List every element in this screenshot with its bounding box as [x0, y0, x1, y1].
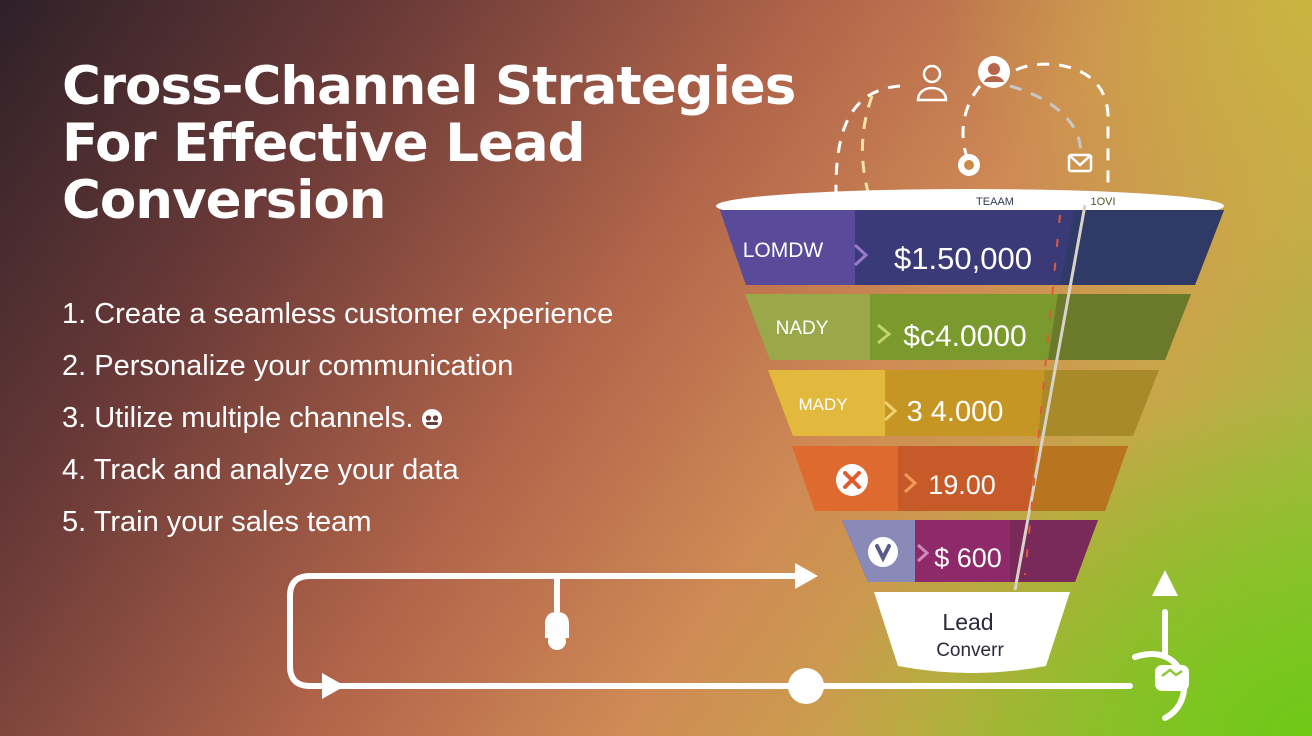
header-left-label: TEAAM	[976, 196, 1014, 208]
chevron-icon	[903, 472, 918, 494]
strategy-text: 1. Create a seamless customer experience	[62, 298, 614, 330]
right-arrow-icon	[795, 563, 818, 589]
tier-label: LOMDW	[743, 239, 824, 262]
chevron-icon	[917, 543, 930, 563]
strategy-text: 3. Utilize multiple channels.	[62, 402, 414, 434]
bucket-line-1: Lead	[942, 609, 993, 635]
funnel-tier-4: 19.00	[792, 446, 1128, 511]
tier-value: $c4.0000	[903, 320, 1026, 353]
tier-value: $ 600	[934, 543, 1002, 573]
tier-label: NADY	[776, 318, 829, 339]
funnel-stripe	[1013, 204, 1087, 591]
headset-icon	[978, 56, 1010, 88]
up-arrow-icon	[1152, 570, 1178, 596]
handshake-icon	[1155, 665, 1189, 691]
award-icon	[958, 154, 980, 176]
tier-value: 3 4.000	[907, 396, 1004, 428]
strategy-text: 5. Train your sales team	[62, 506, 372, 538]
funnel-tier-5: $ 600	[842, 520, 1098, 582]
bucket-line-2: Converr	[936, 640, 1004, 661]
strategy-item-4: 4. Track and analyze your data	[62, 444, 613, 496]
chevron-icon	[853, 243, 869, 267]
flow-node	[788, 668, 824, 704]
email-icon	[1067, 153, 1093, 173]
chevron-icon	[877, 323, 892, 345]
strategy-text: 4. Track and analyze your data	[62, 454, 459, 486]
funnel-tier-1: LOMDW $1.50,000	[720, 210, 1224, 285]
page-title: Cross-Channel Strategies For Effective L…	[62, 56, 796, 231]
funnel-tier-2: NADY $c4.0000	[745, 294, 1191, 360]
team-icon	[422, 409, 443, 430]
chevron-icon	[883, 400, 898, 422]
strategy-list: 1. Create a seamless customer experience…	[62, 288, 613, 548]
strategy-text: 2. Personalize your communication	[62, 350, 514, 382]
check-circle-icon	[868, 537, 898, 567]
lead-converted-bucket: Lead Converr	[874, 592, 1070, 673]
strategy-item-5: 5. Train your sales team	[62, 496, 613, 548]
tier-value: 19.00	[928, 470, 996, 500]
strategy-item-1: 1. Create a seamless customer experience	[62, 288, 613, 340]
tier-label: MADY	[798, 395, 847, 414]
funnel-tier-3: MADY 3 4.000	[768, 370, 1159, 436]
strategy-item-2: 2. Personalize your communication	[62, 340, 613, 392]
strategy-item-3: 3. Utilize multiple channels.	[62, 392, 613, 444]
person-icon	[916, 64, 948, 102]
header-right-label: 1OVI	[1090, 196, 1115, 208]
tier-value: $1.50,000	[894, 241, 1032, 276]
pin-icon	[545, 576, 569, 650]
right-arrow-icon	[322, 673, 345, 699]
dashed-connectors	[834, 62, 1110, 196]
x-circle-icon	[836, 464, 868, 496]
